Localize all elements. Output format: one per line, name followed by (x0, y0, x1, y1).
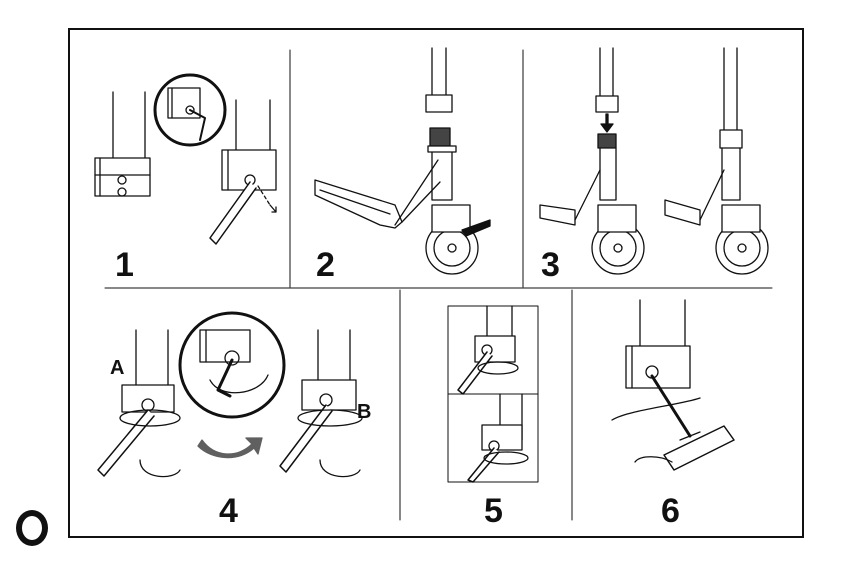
curved-arrow-icon (198, 438, 262, 458)
callout-a: A (110, 358, 124, 378)
step-number-3: 3 (541, 248, 560, 282)
magnifier-detail (180, 313, 284, 417)
tighten-detail-bottom (448, 394, 538, 482)
scooter-illustration (315, 48, 490, 274)
step-number-6: 6 (661, 494, 680, 528)
fork-thread (430, 128, 450, 146)
callout-b: B (357, 402, 371, 422)
clamp-illustration-left (95, 92, 150, 196)
clamp-illustration-b (280, 330, 362, 477)
tighten-detail-top (448, 306, 538, 394)
magnifier-detail (155, 75, 225, 145)
step-number-1: 1 (115, 248, 134, 282)
step-number-5: 5 (484, 494, 503, 528)
clamp-illustration-a (98, 330, 180, 477)
step-number-2: 2 (316, 248, 335, 282)
scooter-illustration-pair (540, 48, 768, 274)
t-wrench-illustration (612, 300, 734, 470)
step-number-4: 4 (219, 494, 238, 528)
